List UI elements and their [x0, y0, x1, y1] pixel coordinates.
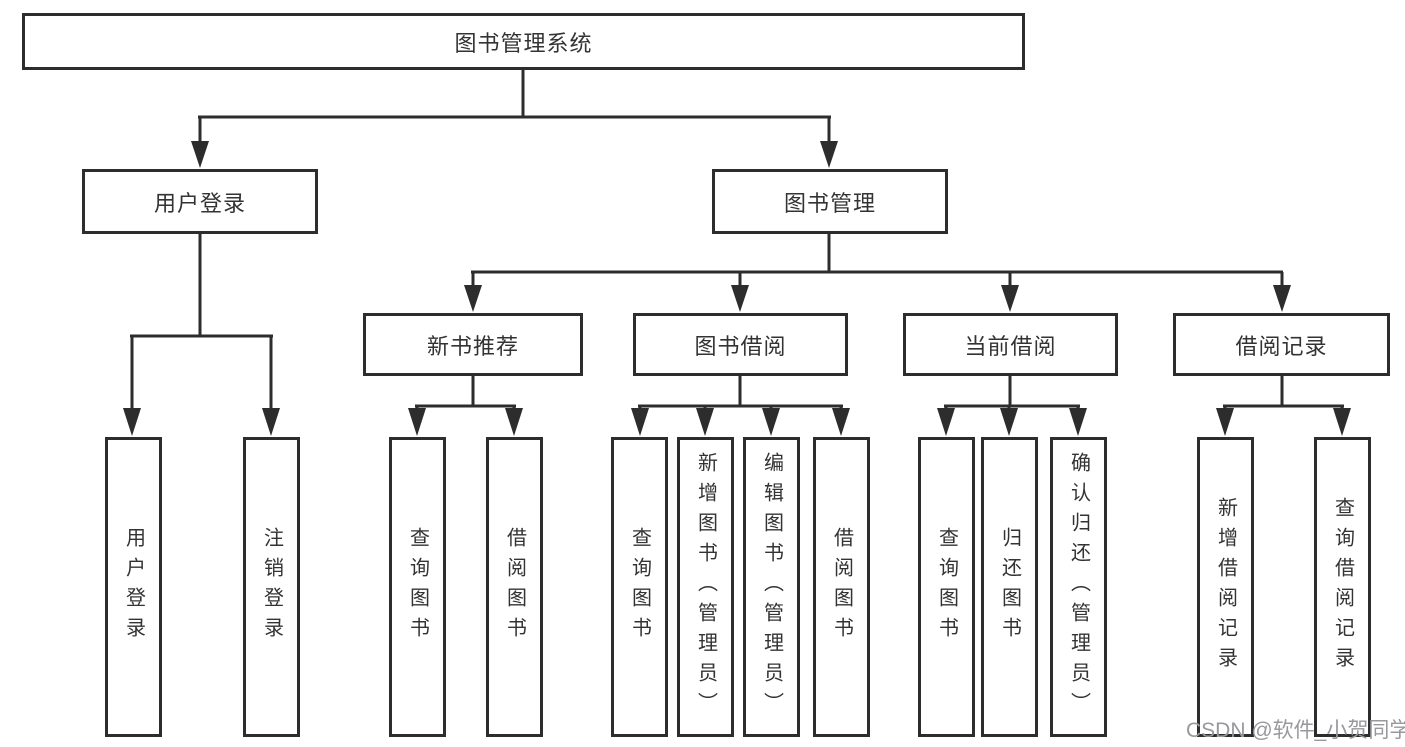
node-label: 查询图书	[628, 527, 651, 647]
arrow-down-icon	[1216, 408, 1234, 436]
node-leaf-add-books-admin: 新增图书（管理员）	[677, 437, 734, 737]
arrow-down-icon	[1001, 285, 1019, 312]
node-label: 图书管理系统	[454, 30, 593, 56]
node-leaf-borrow-books: 借阅图书	[486, 437, 543, 737]
arrow-down-icon	[505, 408, 523, 436]
arrow-down-icon	[464, 285, 482, 312]
node-label: 用户登录	[153, 190, 246, 216]
arrow-down-icon	[762, 408, 780, 436]
node-book-borrow: 图书借阅	[633, 313, 848, 376]
node-label: 图书借阅	[694, 333, 787, 359]
arrow-down-icon	[1069, 408, 1087, 436]
node-leaf-query-borrow-record: 查询借阅记录	[1314, 437, 1371, 737]
node-label: 确认归还（管理员）	[1067, 452, 1090, 722]
node-book-management: 图书管理	[712, 169, 948, 234]
connector-lines	[130, 69, 1344, 414]
arrow-down-icon	[937, 408, 955, 436]
node-label: 新增借阅记录	[1214, 497, 1237, 677]
arrow-down-icon	[123, 408, 141, 436]
node-leaf-query-books: 查询图书	[611, 437, 668, 737]
arrow-down-icon	[832, 408, 850, 436]
node-leaf-borrow-books: 借阅图书	[813, 437, 870, 737]
arrow-down-icon	[262, 408, 280, 436]
node-label: 借阅记录	[1235, 333, 1328, 359]
node-leaf-logout: 注销登录	[243, 437, 300, 737]
node-label: 编辑图书（管理员）	[760, 452, 783, 722]
node-leaf-user-login: 用户登录	[105, 437, 162, 737]
node-current-borrow: 当前借阅	[903, 313, 1118, 376]
arrow-down-icon	[1000, 408, 1018, 436]
node-library-management-system: 图书管理系统	[22, 13, 1025, 70]
arrow-down-icon	[631, 408, 649, 436]
node-label: 查询借阅记录	[1331, 497, 1354, 677]
node-leaf-query-books: 查询图书	[389, 437, 446, 737]
node-label: 当前借阅	[964, 333, 1057, 359]
node-label: 借阅图书	[503, 527, 526, 647]
node-label: 新增图书（管理员）	[694, 452, 717, 722]
node-label: 图书管理	[783, 190, 876, 216]
node-leaf-query-books: 查询图书	[918, 437, 975, 737]
node-label: 查询图书	[406, 527, 429, 647]
arrowheads	[123, 141, 1351, 436]
node-label: 用户登录	[122, 527, 145, 647]
node-label: 借阅图书	[830, 527, 853, 647]
arrow-down-icon	[1333, 408, 1351, 436]
node-label: 查询图书	[935, 527, 958, 647]
node-label: 注销登录	[260, 527, 283, 647]
node-leaf-add-borrow-record: 新增借阅记录	[1197, 437, 1254, 737]
node-new-book-recommend: 新书推荐	[363, 313, 583, 376]
node-label: 新书推荐	[426, 333, 519, 359]
node-leaf-confirm-return-admin: 确认归还（管理员）	[1050, 437, 1107, 737]
node-label: 归还图书	[998, 527, 1021, 647]
node-user-login: 用户登录	[82, 169, 318, 234]
node-leaf-edit-books-admin: 编辑图书（管理员）	[743, 437, 800, 737]
arrow-down-icon	[820, 141, 838, 168]
node-leaf-return-books: 归还图书	[981, 437, 1038, 737]
arrow-down-icon	[696, 408, 714, 436]
arrow-down-icon	[731, 285, 749, 312]
node-borrow-records: 借阅记录	[1173, 313, 1390, 376]
arrow-down-icon	[1273, 285, 1291, 312]
arrow-down-icon	[408, 408, 426, 436]
csdn-watermark: CSDN @软件_小贺同学	[1186, 719, 1405, 742]
arrow-down-icon	[191, 141, 209, 168]
